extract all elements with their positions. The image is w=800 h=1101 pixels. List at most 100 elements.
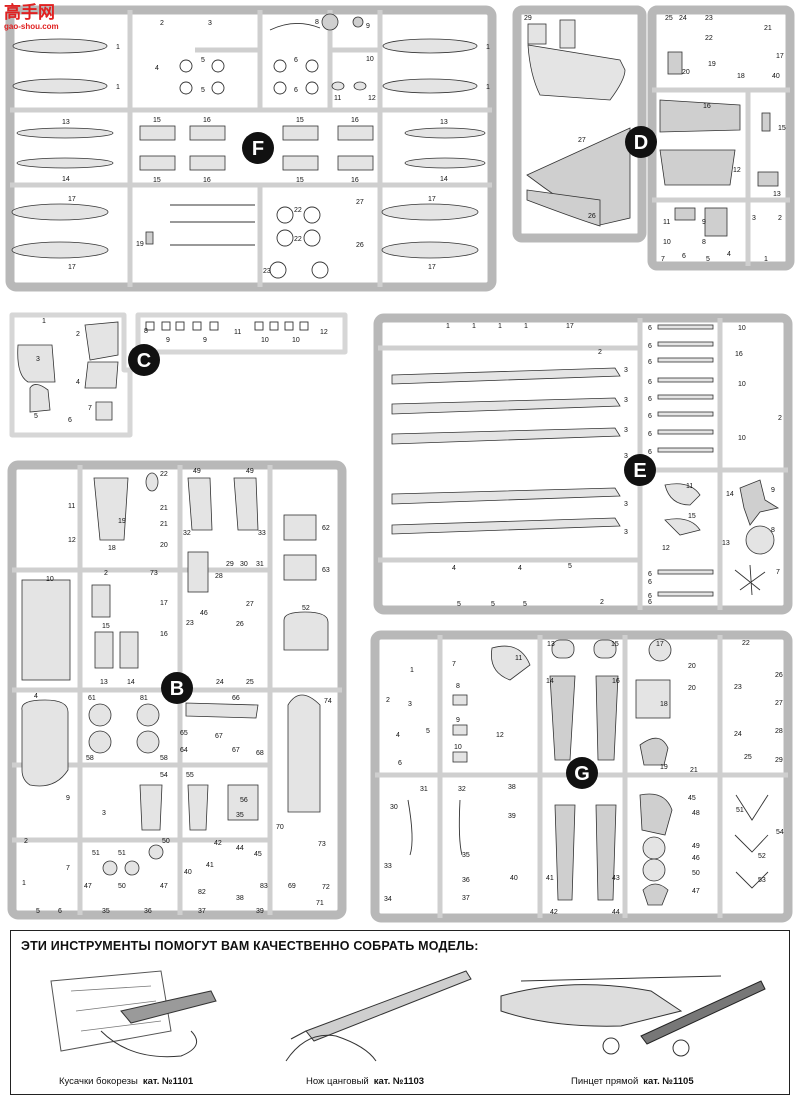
part-number: 3	[208, 20, 212, 27]
part-number: 12	[320, 329, 328, 336]
part-number: 7	[66, 865, 70, 872]
part-number: 16	[203, 177, 211, 184]
part-number: 24	[679, 15, 687, 22]
sprue-c-part-numbers: 1 2 3 4 5 6 7 8 9 9 11 10 10 12	[34, 318, 328, 424]
part-number: 13	[100, 679, 108, 686]
craft-knife-illustration	[285, 970, 472, 1062]
part-number: 61	[88, 695, 96, 702]
part-number: 4	[727, 251, 731, 258]
part-number: 5	[426, 728, 430, 735]
part-number: 9	[66, 795, 70, 802]
tool-catalog-number: кат. №1105	[643, 1076, 694, 1087]
part-number: 15	[611, 641, 619, 648]
part-number: 47	[692, 888, 700, 895]
part-number: 6	[68, 417, 72, 424]
part-number: 6	[294, 87, 298, 94]
part-number: 12	[368, 95, 376, 102]
part-number: 40	[510, 875, 518, 882]
part-number: 25	[744, 754, 752, 761]
part-number: 43	[612, 875, 620, 882]
part-number: 26	[356, 242, 364, 249]
part-number: 7	[88, 405, 92, 412]
part-number: 34	[384, 896, 392, 903]
part-number: 27	[356, 199, 364, 206]
side-cutters-illustration	[50, 970, 217, 1058]
part-number: 21	[160, 521, 168, 528]
part-number: 15	[102, 623, 110, 630]
part-number: 8	[144, 328, 148, 335]
part-number: 4	[76, 379, 80, 386]
part-number: 68	[256, 750, 264, 757]
tool-catalog-number: кат. №1101	[142, 1076, 194, 1087]
part-number: 23	[705, 15, 713, 22]
part-number: 38	[236, 895, 244, 902]
part-number: 39	[256, 908, 264, 915]
part-number: 6	[648, 325, 652, 332]
part-number: 15	[688, 513, 696, 520]
sprue-d-part-numbers: 29 25 24 23 22 21 17 20 19 18 40 16 15 2…	[524, 15, 786, 263]
tool-name: Кусачки бокорезы	[59, 1076, 138, 1087]
sprue-d-letter: D	[634, 132, 648, 154]
part-number: 44	[236, 845, 244, 852]
part-number: 22	[160, 471, 168, 478]
part-number: 10	[738, 381, 746, 388]
tweezers-helicopter-illustration	[500, 975, 766, 1057]
part-number: 12	[662, 545, 670, 552]
part-number: 67	[232, 747, 240, 754]
part-number: 13	[722, 540, 730, 547]
part-number: 33	[384, 863, 392, 870]
part-number: 54	[160, 772, 168, 779]
part-number: 7	[661, 256, 665, 263]
sprue-b-part-numbers: 11 12 10 19 22 21 21 18 20 2 73 17 16 15…	[22, 468, 332, 915]
part-number: 13	[773, 191, 781, 198]
part-number: 10	[663, 239, 671, 246]
part-number: 15	[296, 117, 304, 124]
part-number: 25	[665, 15, 673, 22]
part-number: 62	[322, 525, 330, 532]
part-number: 52	[758, 853, 766, 860]
part-number: 10	[738, 435, 746, 442]
part-number: 1	[22, 880, 26, 887]
part-number: 36	[462, 877, 470, 884]
part-number: 63	[322, 567, 330, 574]
part-number: 42	[214, 840, 222, 847]
part-number: 26	[775, 672, 783, 679]
part-number: 51	[118, 850, 126, 857]
part-number: 50	[162, 838, 170, 845]
part-number: 31	[256, 561, 264, 568]
part-number: 82	[198, 889, 206, 896]
part-number: 17	[428, 264, 436, 271]
part-number: 50	[692, 870, 700, 877]
part-number: 9	[702, 219, 706, 226]
sprue-b: B 11 12 10 19 22 21 21 18 20 2 73 17 16 …	[7, 460, 347, 920]
sprue-g: G 1 7 8 11 13 15 17 22 20 20 23 26 2 3 4…	[370, 630, 793, 923]
part-number: 10	[738, 325, 746, 332]
part-number: 6	[648, 379, 652, 386]
part-number: 5	[201, 57, 205, 64]
part-number: 46	[692, 855, 700, 862]
part-number: 17	[776, 53, 784, 60]
part-number: 27	[775, 700, 783, 707]
part-number: 3	[408, 701, 412, 708]
part-number: 6	[648, 413, 652, 420]
sprue-e-badge	[624, 454, 656, 486]
part-number: 69	[288, 883, 296, 890]
part-number: 5	[568, 563, 572, 570]
part-number: 11	[234, 329, 241, 336]
part-number: 16	[703, 103, 711, 110]
part-number: 21	[764, 25, 772, 32]
part-number: 37	[198, 908, 206, 915]
part-number: 16	[351, 117, 359, 124]
part-number: 19	[118, 518, 126, 525]
part-number: 41	[546, 875, 554, 882]
part-number: 49	[246, 468, 254, 475]
sprue-e-part-numbers: 1 1 1 1 2 17 3 3 3 3 3 3 6 6 6 6 6 6 6 6…	[446, 323, 782, 608]
sprue-c-letter: C	[137, 350, 151, 372]
part-number: 3	[624, 453, 628, 460]
part-number: 1	[472, 323, 476, 330]
sprue-c-badge	[128, 344, 160, 376]
part-number: 25	[246, 679, 254, 686]
